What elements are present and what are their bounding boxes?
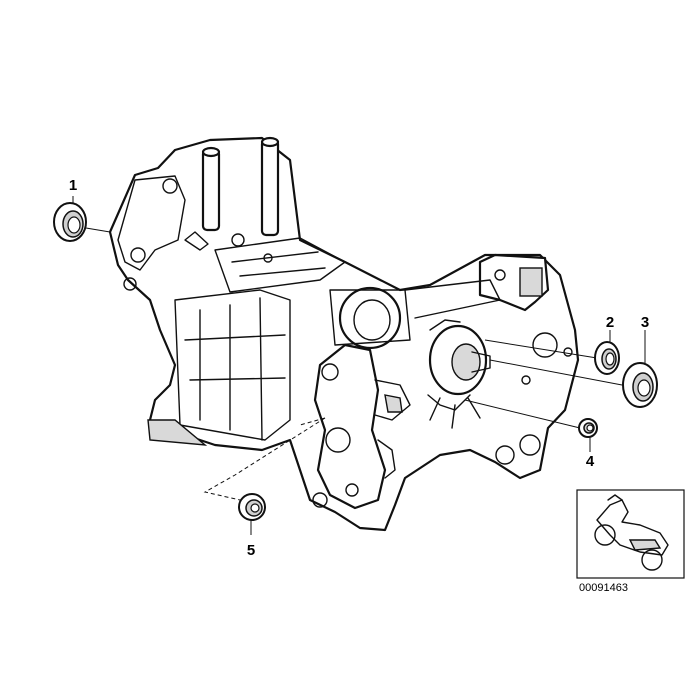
callout-1: 1 [69, 177, 77, 194]
callout-4: 4 [586, 453, 595, 470]
seal-ring-1 [53, 202, 87, 242]
seal-ring-5 [238, 493, 266, 521]
line-to-2 [484, 339, 598, 359]
line-to-4 [464, 399, 581, 429]
leader-lines [72, 196, 646, 535]
motorcycle-icon [594, 494, 669, 571]
seal-ring-2 [594, 341, 620, 375]
callout-2: 2 [606, 314, 614, 331]
line-to-5b [299, 417, 326, 426]
gearbox-housing [108, 136, 580, 532]
inset-frame [576, 489, 685, 579]
motorcycle-inset: 00091463 [576, 489, 685, 594]
callout-3: 3 [641, 314, 649, 331]
seal-ring-3 [622, 362, 658, 408]
callout-5: 5 [247, 542, 255, 559]
leader-1b [85, 227, 111, 233]
reference-number: 00091463 [579, 582, 628, 594]
seal-ring-4 [578, 418, 598, 438]
line-to-3 [489, 359, 623, 386]
